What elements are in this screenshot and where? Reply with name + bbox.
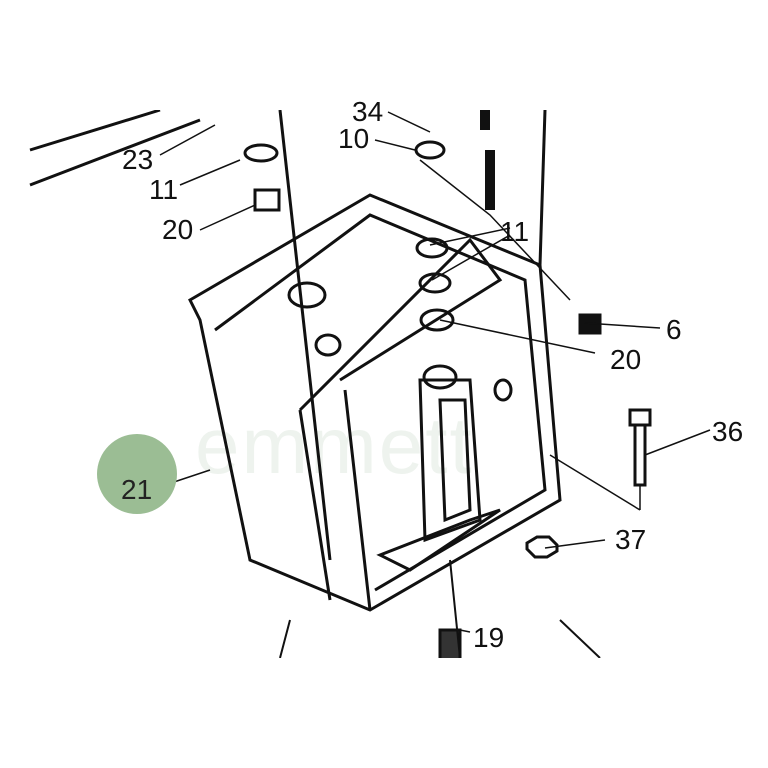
callout-11: 11 bbox=[149, 174, 179, 205]
callout-36: 36 bbox=[712, 416, 744, 447]
callout-11b: 11 bbox=[500, 216, 530, 247]
callout-34: 34 bbox=[352, 96, 384, 127]
callout-20: 20 bbox=[162, 214, 194, 245]
callout-19: 19 bbox=[473, 622, 505, 653]
part-21-label: 21 bbox=[121, 474, 153, 505]
callout-20b: 20 bbox=[610, 344, 642, 375]
callout-10: 10 bbox=[338, 123, 370, 154]
callout-23: 23 bbox=[122, 144, 154, 175]
diagram-area: emmett bbox=[0, 110, 768, 658]
housing-drawing bbox=[29, 110, 711, 658]
highlighted-part-badge[interactable]: 21 bbox=[97, 434, 177, 514]
callout-37: 37 bbox=[615, 524, 647, 555]
watermark: emmett bbox=[195, 401, 474, 490]
callout-6: 6 bbox=[666, 314, 682, 345]
